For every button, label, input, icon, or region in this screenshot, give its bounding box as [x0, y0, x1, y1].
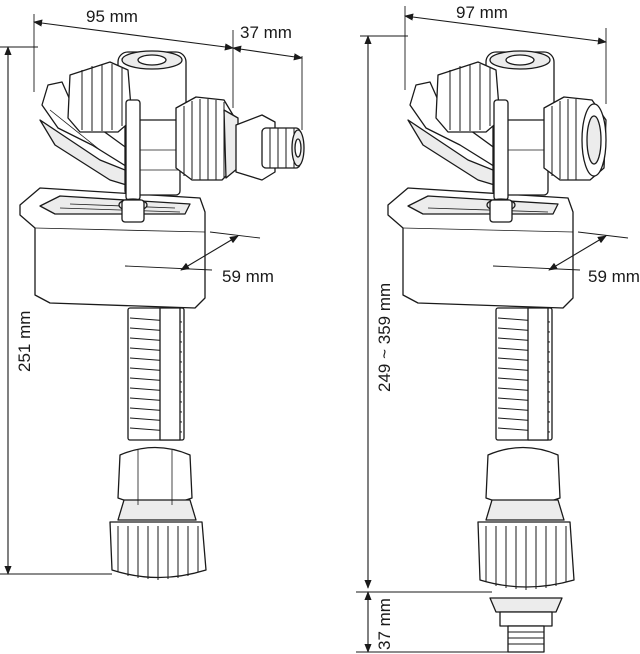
left-dim-depth-label: 59 mm: [222, 267, 274, 286]
left-coupling: [117, 446, 197, 521]
left-float-cup: [19, 187, 206, 309]
left-dim-59: 59 mm: [124, 231, 274, 286]
left-front-nut: [175, 96, 239, 181]
right-dim-width-label: 97 mm: [456, 3, 508, 22]
right-coupling: [485, 446, 565, 521]
right-bottom-nut: [477, 521, 575, 590]
left-dim-95: 95 mm: [33, 7, 234, 108]
left-side-knob: [67, 61, 133, 133]
right-thread-connector: [489, 597, 563, 653]
right-dim-depth-label: 59 mm: [588, 267, 640, 286]
left-inlet-fitting: [235, 114, 305, 181]
left-spring-tube: [127, 307, 185, 441]
left-dim-251: 251 mm: [0, 46, 112, 575]
left-fill-valve: 95 mm 37 mm 251 mm 59 mm: [0, 7, 305, 580]
left-dim-width-inlet-label: 37 mm: [240, 23, 292, 42]
left-bottom-nut: [109, 521, 207, 580]
right-side-knob: [435, 61, 501, 133]
right-float-cup: [387, 187, 574, 309]
right-dim-37: 37 mm: [356, 591, 510, 653]
right-spring-tube: [495, 307, 553, 441]
right-dim-97: 97 mm: [404, 3, 607, 104]
left-dim-37: 37 mm: [232, 23, 303, 130]
right-dim-249-359: 249 ~ 359 mm: [360, 35, 408, 589]
right-dim-bottom-label: 37 mm: [375, 598, 394, 650]
right-fill-valve: 97 mm 249 ~ 359 mm 37 mm 59 mm: [356, 3, 640, 653]
right-dim-height-label: 249 ~ 359 mm: [375, 283, 394, 392]
right-front-cap: [543, 96, 607, 181]
left-spindle: [118, 99, 148, 223]
left-dim-height-label: 251 mm: [15, 311, 34, 372]
right-spindle: [486, 99, 516, 223]
right-dim-59: 59 mm: [492, 231, 640, 286]
left-dim-width-body-label: 95 mm: [86, 7, 138, 26]
